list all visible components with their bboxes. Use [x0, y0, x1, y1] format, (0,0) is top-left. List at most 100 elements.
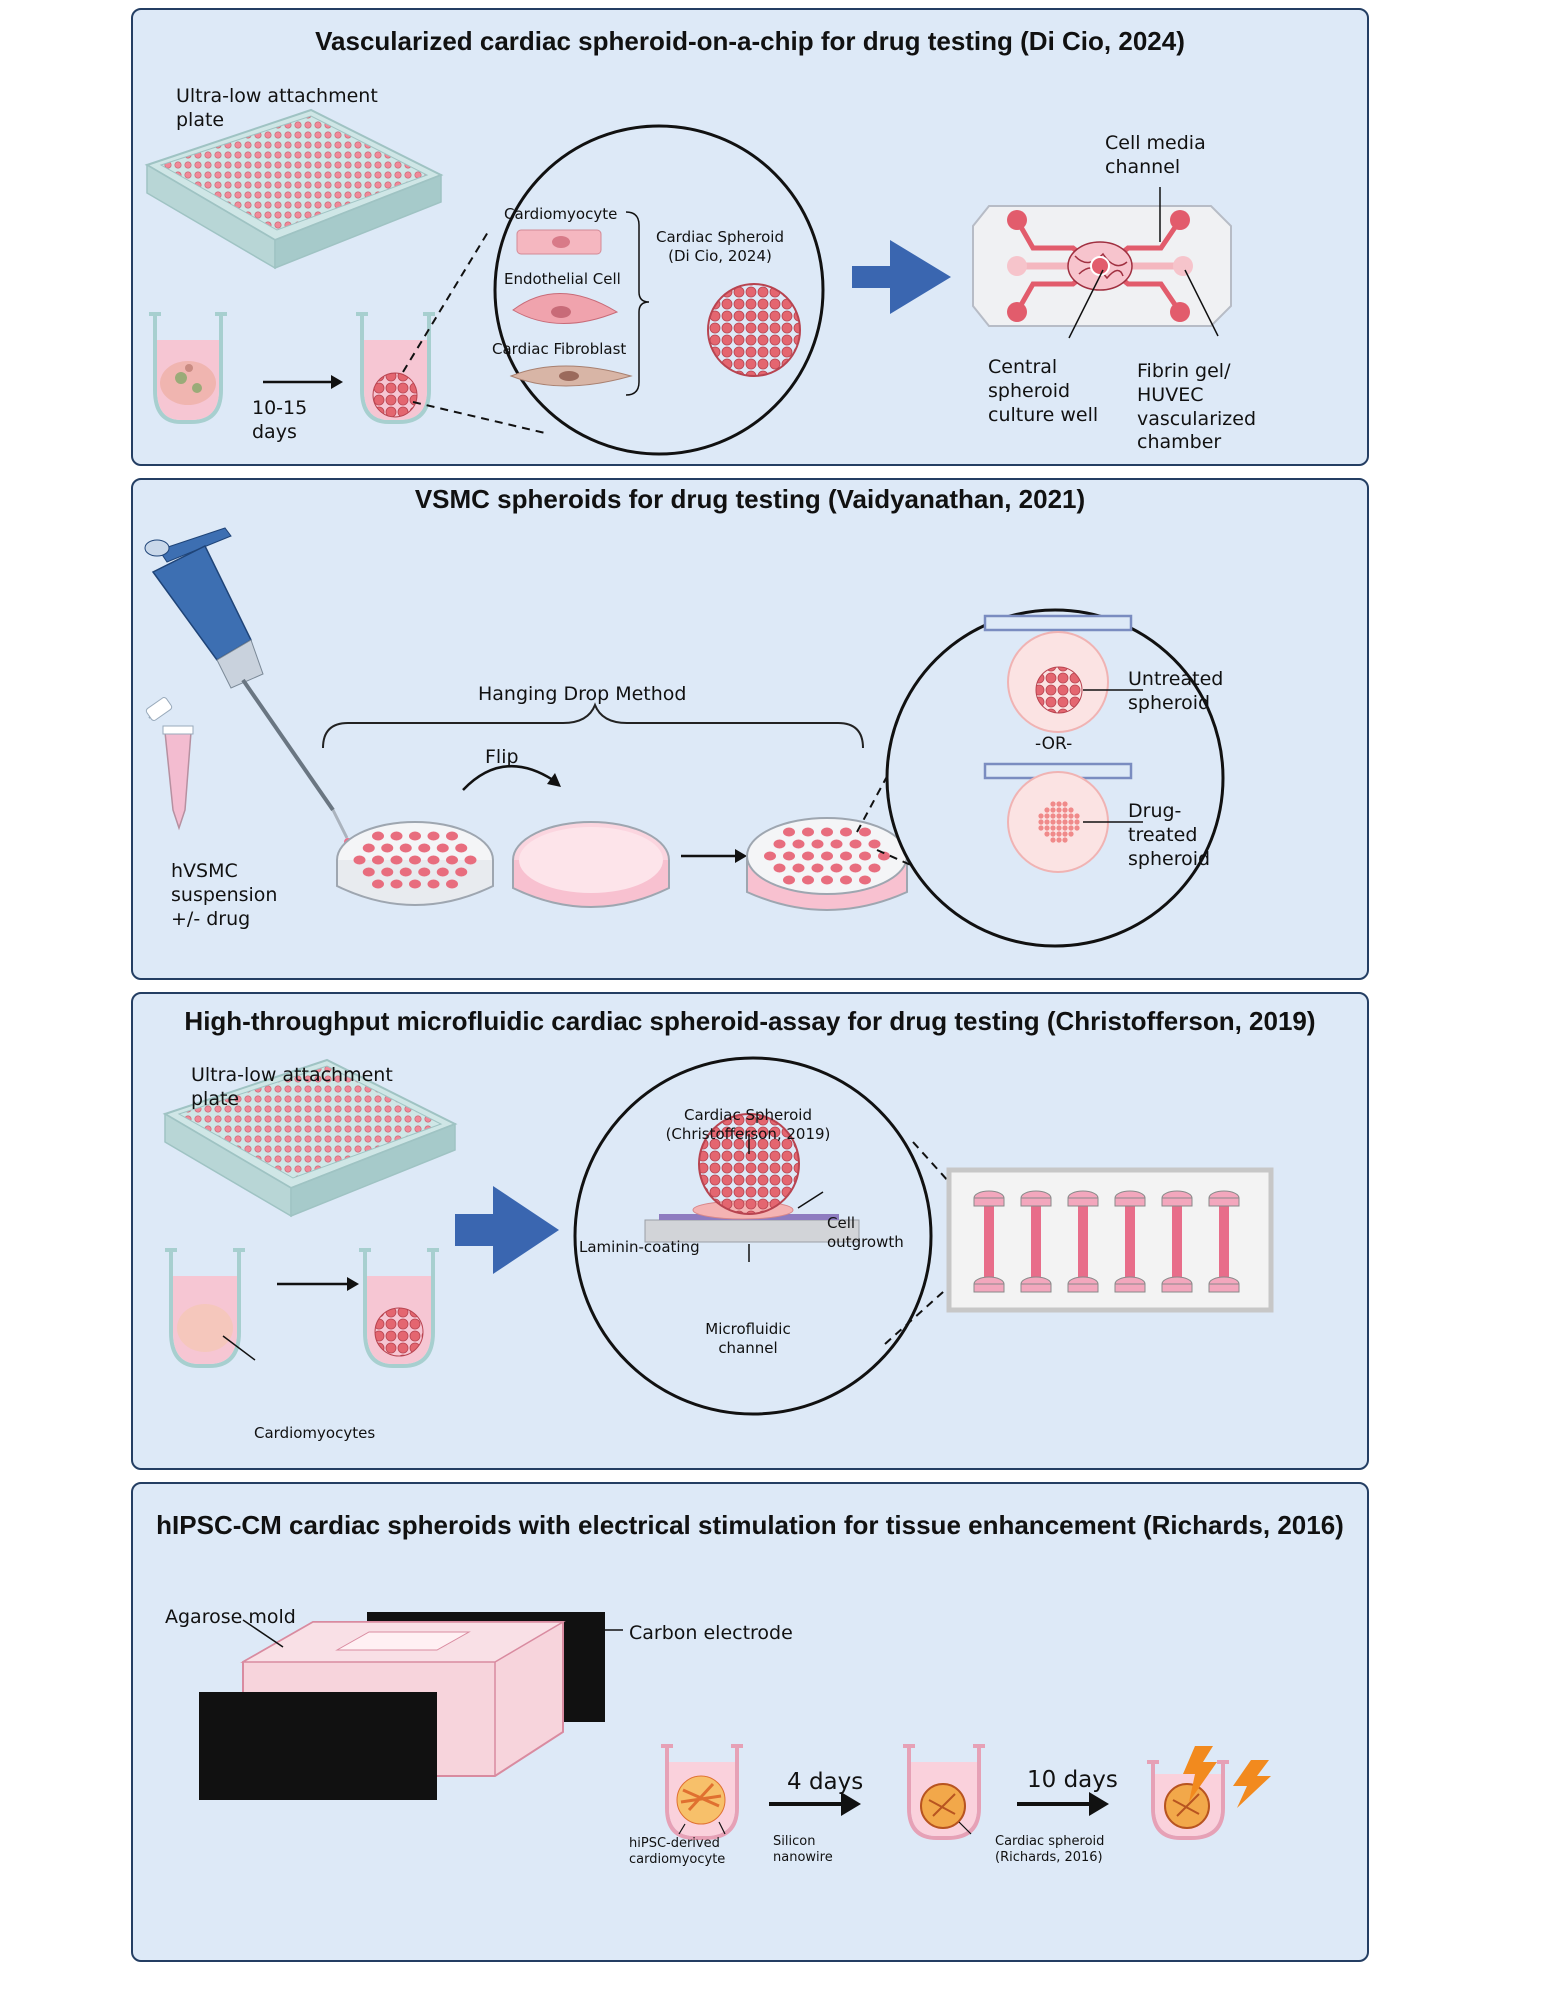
cm-label: hiPSC-derived cardiomyocyte: [629, 1836, 726, 1868]
cell-dot: [1068, 825, 1074, 831]
droplet: [849, 839, 862, 849]
cell-dot: [1050, 801, 1056, 807]
droplet: [821, 851, 833, 861]
droplet: [372, 831, 384, 841]
panel2-title: VSMC spheroids for drug testing (Vaidyan…: [414, 484, 1086, 514]
method-label: Hanging Drop Method: [478, 683, 687, 705]
p1-plate-label: Ultra-low attachment plate: [176, 85, 378, 131]
droplet: [821, 827, 833, 837]
inlet-well-body: [1208, 1197, 1240, 1207]
droplet: [859, 851, 871, 861]
inlet-well-body: [1020, 1197, 1052, 1207]
droplet: [792, 839, 805, 849]
droplet: [362, 867, 375, 877]
outlet-well-body: [1020, 1283, 1052, 1293]
well-plate-icon: [162, 1058, 458, 1218]
cell-dot: [1050, 837, 1056, 843]
untreated-label: Untreated spheroid: [1128, 668, 1224, 714]
channel-column: [1172, 1202, 1182, 1280]
droplet: [802, 851, 814, 861]
droplet: [811, 863, 824, 873]
droplet: [849, 863, 862, 873]
cell-dot: [1056, 819, 1062, 825]
cell-dot: [1068, 819, 1074, 825]
chip-fibrin-label: Fibrin gel/ HUVEC vascularized chamber: [1137, 360, 1257, 454]
p3-spheroid-label: Cardiac Spheroid (Christofferson, 2019): [665, 1106, 831, 1143]
droplet: [436, 843, 449, 853]
droplet: [821, 875, 833, 885]
droplet: [764, 851, 776, 861]
panel4-title: hIPSC-CM cardiac spheroids with electric…: [156, 1510, 1344, 1540]
drug-treated-spheroid-icon: [1038, 801, 1080, 843]
inlet-well-body: [1067, 1197, 1099, 1207]
cell-dot: [1038, 813, 1044, 819]
cell-dot: [1044, 831, 1050, 837]
droplet: [811, 839, 824, 849]
p1-days-label: 10-15 days: [252, 397, 308, 443]
droplet: [446, 879, 458, 889]
channel-column: [1031, 1202, 1041, 1280]
cell-dot: [1056, 837, 1062, 843]
suspension-label: hVSMC suspension +/- drug: [171, 860, 278, 930]
chip-central-label: Central spheroid culture well: [988, 356, 1099, 426]
tube-cm-icon: [661, 1744, 743, 1840]
cell-dot: [1050, 813, 1056, 819]
droplet: [446, 831, 458, 841]
cardiac-spheroid-icon: [707, 283, 801, 377]
panel-microfluidic-assay: High-throughput microfluidic cardiac sph…: [131, 992, 1369, 1470]
inlet-well-body: [1161, 1197, 1193, 1207]
cell-dot: [1056, 831, 1062, 837]
droplet: [773, 839, 786, 849]
culture-dish-3-icon: [746, 817, 908, 911]
channel-column: [1078, 1202, 1088, 1280]
droplet: [427, 855, 440, 865]
droplet: [859, 875, 871, 885]
p3-plate-label: Ultra-low attachment plate: [191, 1064, 393, 1110]
flip-label: Flip: [485, 746, 519, 768]
pipette-icon: [144, 527, 352, 846]
cell-dot: [1062, 837, 1068, 843]
droplet: [409, 831, 421, 841]
cell-dot: [1062, 825, 1068, 831]
p4-spheroid-label: Cardiac spheroid (Richards, 2016): [995, 1834, 1105, 1866]
cell-dot: [1068, 807, 1074, 813]
droplet: [464, 855, 477, 865]
nanowire-label: Silicon nanowire: [773, 1834, 833, 1866]
cell-dot: [1074, 825, 1080, 831]
droplet: [362, 843, 375, 853]
droplet: [418, 867, 431, 877]
blue-arrow-icon: [455, 1186, 559, 1274]
tube-stimulated-icon: [1147, 1760, 1229, 1840]
cell-dot: [1050, 831, 1056, 837]
droplet: [830, 863, 843, 873]
microfluidic-array-icon: [946, 1167, 1274, 1313]
tube-spheroid-icon: [356, 312, 435, 424]
cell-dot: [1074, 819, 1080, 825]
channel-column: [984, 1202, 994, 1280]
droplet: [859, 827, 871, 837]
cell-dot: [1068, 831, 1074, 837]
droplet: [802, 875, 814, 885]
panel-vsmc-spheroids: VSMC spheroids for drug testing (Vaidyan…: [131, 478, 1369, 980]
droplet: [418, 843, 431, 853]
treated-label: Drug-treated spheroid: [1128, 800, 1211, 870]
cell-dot: [1044, 819, 1050, 825]
droplet: [455, 843, 468, 853]
outlet-well-body: [973, 1283, 1005, 1293]
droplet: [455, 867, 468, 877]
chip-media-label: Cell media channel: [1105, 132, 1206, 178]
droplet: [436, 867, 449, 877]
cell-type-endothelial: Endothelial Cell: [504, 270, 621, 288]
droplet: [840, 851, 852, 861]
droplet: [783, 875, 795, 885]
droplet: [802, 827, 814, 837]
microfluidic-chip-icon: [972, 205, 1232, 327]
cell-dot: [1038, 825, 1044, 831]
droplet: [868, 863, 881, 873]
culture-dish-2-icon: [512, 821, 670, 908]
channel-column: [1125, 1202, 1135, 1280]
droplet: [446, 855, 458, 865]
droplet: [390, 855, 403, 865]
panel2-illustration: [144, 527, 1225, 948]
blue-arrow-icon: [852, 240, 951, 314]
